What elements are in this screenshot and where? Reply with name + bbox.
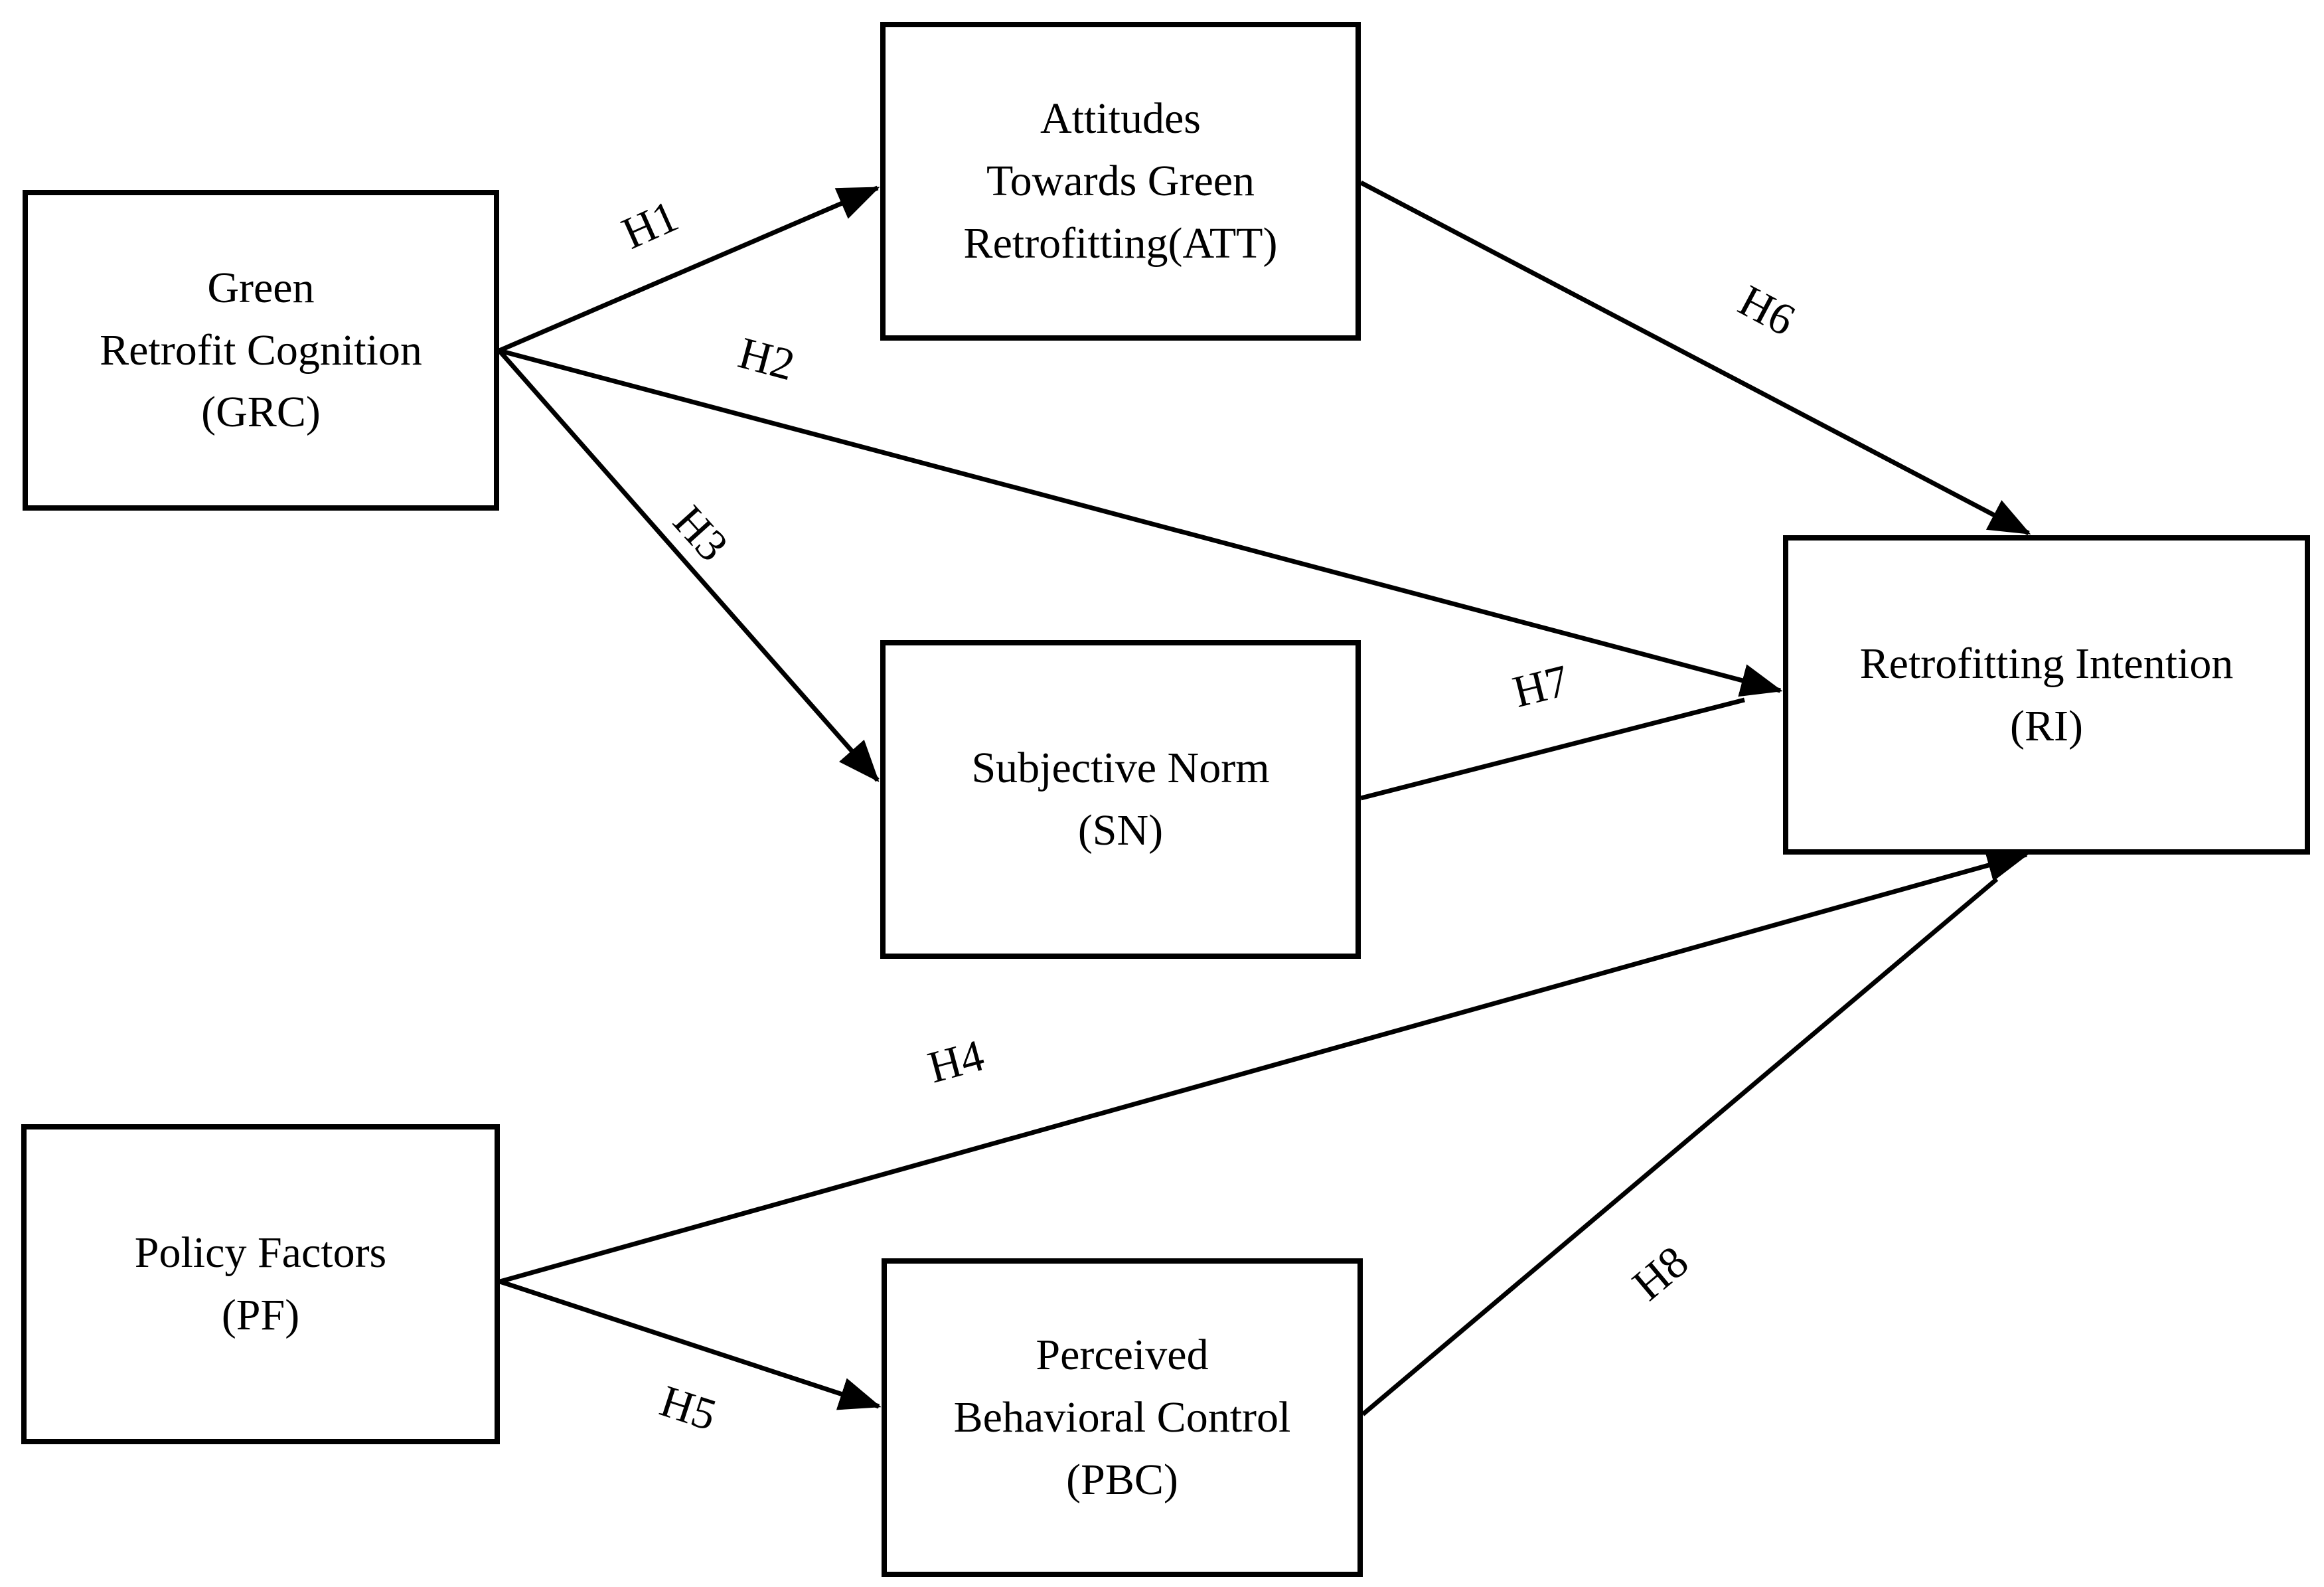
edge-h7-line [1360, 697, 1745, 801]
node-attitudes-towards-green-retrofitting: Attitudes Towards Green Retrofitting(ATT… [880, 22, 1361, 341]
node-label-line: Towards Green [986, 157, 1255, 206]
node-label-line: Attitudes [1040, 94, 1201, 143]
node-label-line: (PBC) [1066, 1455, 1178, 1504]
node-label-line: Behavioral Control [953, 1393, 1291, 1442]
edge-h5-line [499, 1279, 882, 1410]
node-policy-factors: Policy Factors (PF) [21, 1124, 500, 1444]
node-retrofitting-intention: Retrofitting Intention (RI) [1783, 535, 2310, 855]
node-label-line: Policy Factors [134, 1228, 387, 1278]
edge-h3-line [497, 349, 880, 782]
node-green-retrofit-cognition: Green Retrofit Cognition (GRC) [23, 190, 499, 511]
node-label-line: (RI) [2010, 701, 2083, 750]
edge-h7-label: H7 [1508, 655, 1574, 717]
node-label-line: Retrofitting(ATT) [963, 218, 1278, 268]
node-label-line: Green [207, 263, 315, 312]
node-label-line: Subjective Norm [971, 744, 1270, 793]
node-label-line: Retrofit Cognition [100, 325, 422, 375]
node-subjective-norm: Subjective Norm (SN) [880, 640, 1361, 959]
node-label-line: Retrofitting Intention [1859, 639, 2234, 688]
edge-h4-line [499, 849, 2029, 1284]
edge-h6-line [1359, 180, 2031, 536]
edge-h8-line [1361, 877, 1999, 1416]
node-label-line: Perceived [1036, 1331, 1209, 1380]
node-label-line: (SN) [1077, 806, 1164, 855]
node-label-line: (PF) [221, 1291, 300, 1339]
edge-h2-line [499, 348, 1783, 697]
node-perceived-behavioral-control: Perceived Behavioral Control (PBC) [882, 1258, 1363, 1577]
node-label-line: (GRC) [201, 388, 321, 437]
edge-h1-line [498, 185, 880, 353]
